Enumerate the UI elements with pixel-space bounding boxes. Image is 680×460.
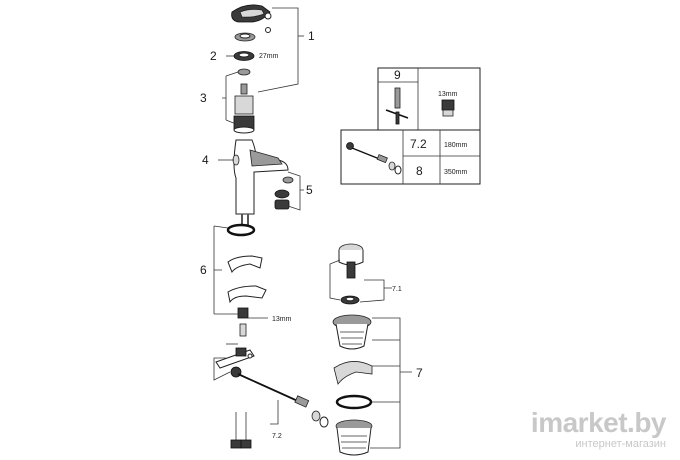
callout-3: 3 [200, 91, 207, 105]
drain-body [335, 419, 373, 456]
table-cell-9: 9 [394, 68, 401, 82]
callout-6: 6 [200, 263, 207, 277]
spare-rod-icon [346, 142, 402, 175]
callout-7-2-lower: 7.2 [272, 433, 282, 440]
leader-lines [213, 7, 412, 449]
drain-gasket [333, 361, 373, 385]
nut-27mm [233, 51, 255, 61]
dim-13mm: 13mm [272, 316, 292, 323]
drain-o-ring [335, 394, 373, 410]
callout-1: 1 [308, 29, 315, 43]
cartridge [233, 83, 255, 134]
screw-part [264, 12, 272, 33]
socket-13mm-icon [441, 99, 455, 117]
o-ring [226, 223, 256, 237]
watermark-tagline: интернет-магазин [575, 438, 666, 450]
drain-flange [332, 314, 372, 350]
table-row-7-2-number: 7.2 [410, 137, 427, 151]
faucet-body [232, 139, 289, 215]
tool-9-icon [385, 87, 409, 125]
callout-5: 5 [306, 183, 313, 197]
callout-7: 7 [416, 366, 423, 380]
table-cell-9-size: 13mm [438, 91, 458, 98]
lever-handle [231, 4, 271, 23]
cap-ring [234, 32, 256, 42]
flex-hoses [230, 412, 252, 449]
drain-plug [338, 243, 364, 279]
pivot-rod [230, 366, 329, 428]
mounting-bracket [227, 255, 267, 304]
callout-7-1: 7.1 [392, 286, 402, 293]
table-row-7-2-length: 180mm [444, 142, 468, 149]
dim-27mm: 27mm [259, 53, 279, 60]
tool-table: 9 13mm 7.2 180mm 8 350mm [340, 67, 481, 185]
table-row-8-length: 350mm [444, 169, 468, 176]
pop-up-rod [215, 347, 255, 369]
drain-washer [340, 295, 360, 305]
nut-small [237, 68, 251, 76]
aerator-parts [274, 176, 294, 210]
callout-4: 4 [202, 153, 209, 167]
callout-2: 2 [210, 49, 217, 63]
watermark-brand: imarket.by [530, 407, 667, 438]
table-row-8-number: 8 [416, 164, 423, 178]
mounting-nut [237, 307, 249, 337]
watermark-logo: imarket.by интернет-магазин [530, 407, 667, 451]
